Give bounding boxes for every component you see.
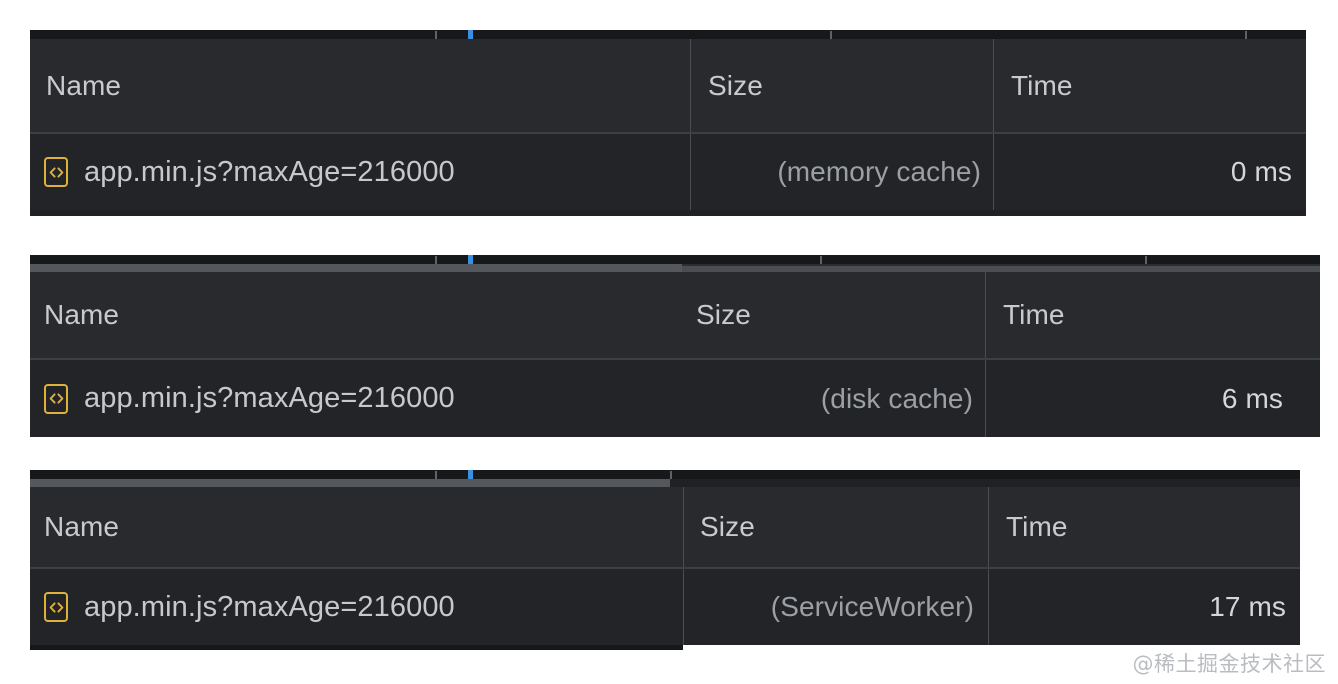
timeline-strip[interactable] [30,255,1320,264]
js-file-icon [44,383,68,414]
network-panel-memory-cache: Name Size Time app.min.js?maxAge=216000 [30,30,1306,216]
scrollbar-track-right[interactable] [682,266,1320,272]
column-header-size[interactable]: Size [683,487,988,567]
request-size: (memory cache) [777,156,981,187]
cell-size[interactable]: (ServiceWorker) [683,569,988,645]
column-header-time[interactable]: Time [993,39,1306,132]
network-panel-disk-cache: Name Size Time app.min.js?maxAge=216000 [30,255,1320,437]
column-header-name-label: Name [46,69,122,101]
column-header-name[interactable]: Name [30,272,680,358]
request-time: 17 ms [1209,591,1286,622]
timeline-tick [820,256,822,264]
cell-name[interactable]: app.min.js?maxAge=216000 [30,569,683,645]
network-panel-service-worker: Name Size Time app.min.js?maxAge=216000 [30,470,1300,650]
cell-time[interactable]: 17 ms [988,569,1300,645]
js-file-icon [44,157,68,187]
table-row[interactable]: app.min.js?maxAge=216000 (disk cache) 6 … [30,360,1320,437]
timeline-tick [830,31,832,39]
cell-size[interactable]: (disk cache) [680,360,985,437]
watermark: @稀土掘金技术社区 [1132,652,1326,676]
scrollbar-thumb[interactable] [30,479,670,487]
column-header-time[interactable]: Time [988,487,1300,567]
column-header-time[interactable]: Time [985,272,1305,358]
cell-name[interactable]: app.min.js?maxAge=216000 [30,134,690,210]
column-header-size-label: Size [696,299,751,330]
column-header-time-label: Time [1003,299,1065,330]
request-name: app.min.js?maxAge=216000 [84,155,455,188]
timeline-marker [468,255,473,264]
timeline-tick [435,31,437,39]
js-file-icon [44,592,68,622]
column-header-name[interactable]: Name [30,487,683,567]
timeline-marker [468,470,473,479]
cell-size[interactable]: (memory cache) [690,134,993,210]
cell-time[interactable]: 0 ms [993,134,1306,210]
timeline-strip[interactable] [30,470,1300,479]
table-header-row: Name Size Time [30,272,1320,360]
cell-time[interactable]: 6 ms [985,360,1305,437]
column-header-name[interactable]: Name [30,39,690,132]
table-header-row: Name Size Time [30,39,1306,134]
table-header-row: Name Size Time [30,487,1300,569]
request-time: 6 ms [1221,382,1283,414]
column-header-size-label: Size [700,511,755,542]
column-header-name-label: Name [44,299,120,330]
request-name: app.min.js?maxAge=216000 [84,590,455,623]
request-time: 0 ms [1230,156,1292,187]
network-request-table: Name Size Time app.min.js?maxAge=216000 [30,39,1306,216]
timeline-tick [1245,31,1247,39]
column-header-size-label: Size [708,69,763,101]
scrollbar-thumb[interactable] [30,264,682,272]
network-request-table: Name Size Time app.min.js?maxAge=216000 [30,487,1300,645]
cell-name[interactable]: app.min.js?maxAge=216000 [30,360,680,437]
timeline-strip[interactable] [30,30,1306,39]
timeline-tick [1145,256,1147,264]
timeline-tick [435,471,437,479]
column-header-size[interactable]: Size [680,272,985,358]
table-row[interactable]: app.min.js?maxAge=216000 (memory cache) … [30,134,1306,210]
column-header-size[interactable]: Size [690,39,993,132]
request-size: (ServiceWorker) [770,591,974,622]
panel-bottom-edge [30,645,683,650]
timeline-tick [435,256,437,264]
network-request-table: Name Size Time app.min.js?maxAge=216000 [30,272,1320,437]
request-name: app.min.js?maxAge=216000 [84,382,455,414]
column-header-name-label: Name [44,511,120,542]
timeline-tick [670,471,672,479]
column-header-time-label: Time [1006,511,1068,542]
column-header-time-label: Time [1011,69,1073,101]
table-row[interactable]: app.min.js?maxAge=216000 (ServiceWorker)… [30,569,1300,645]
request-size: (disk cache) [820,382,973,414]
timeline-marker [468,30,473,39]
